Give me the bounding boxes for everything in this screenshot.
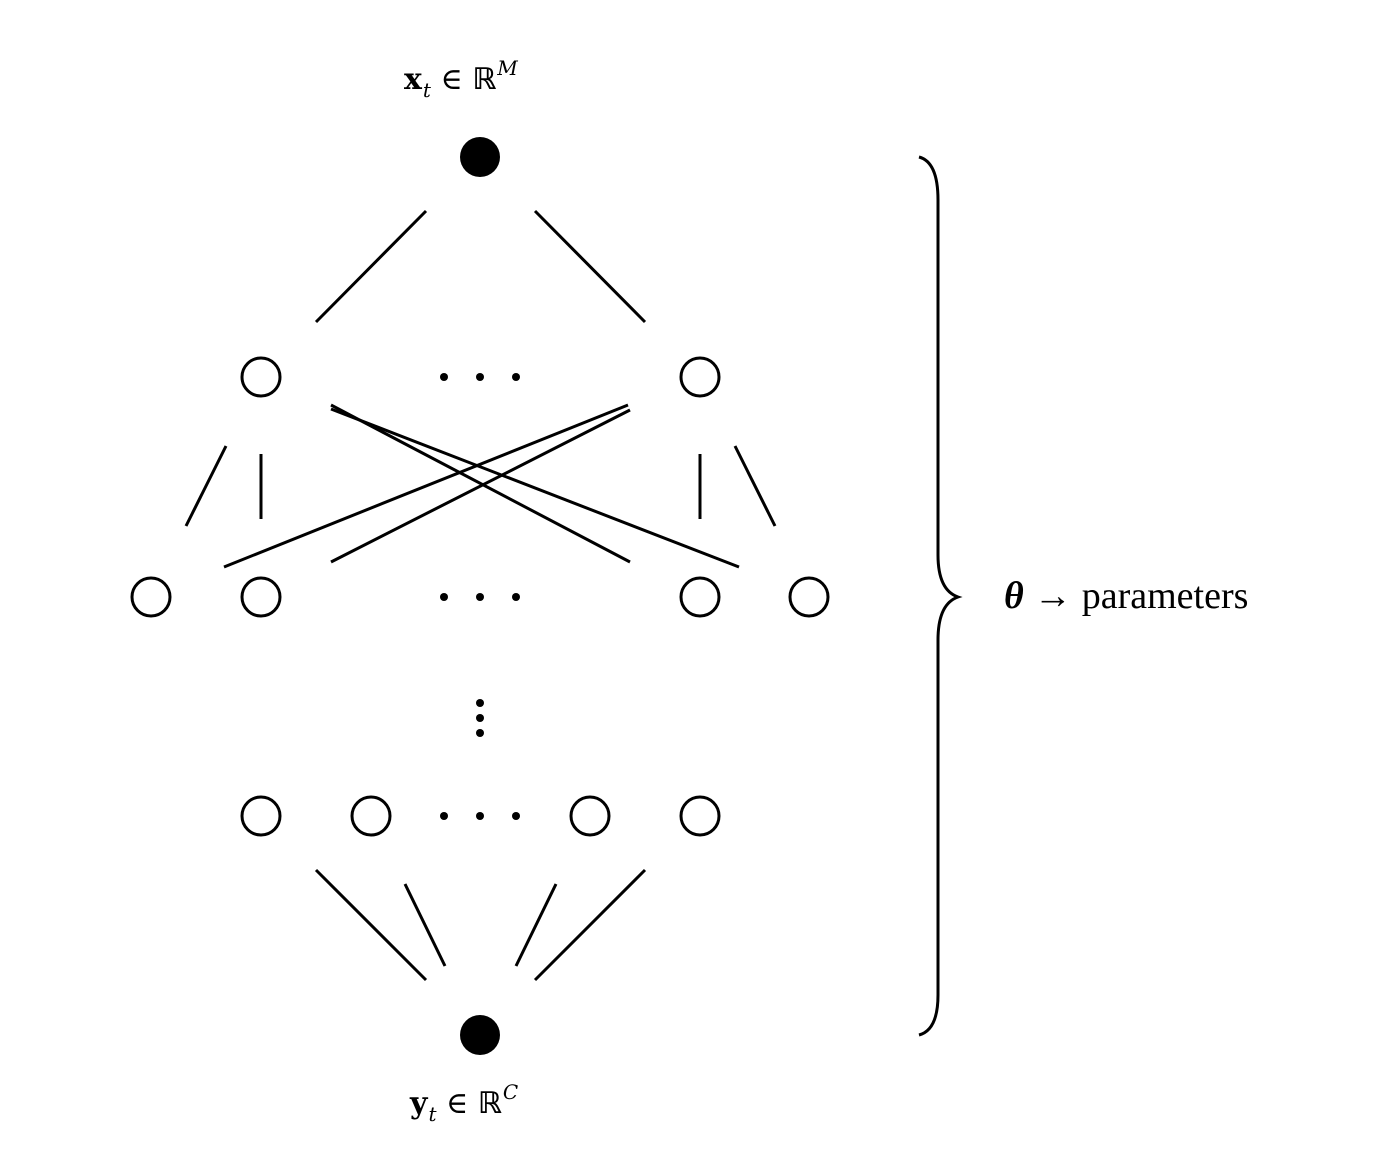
hidden-node bbox=[569, 795, 611, 837]
edge-input-to-h1-left bbox=[314, 209, 428, 324]
hidden-node bbox=[240, 795, 282, 837]
hidden-node bbox=[679, 356, 721, 398]
output-symbol: y bbox=[410, 1086, 428, 1121]
input-symbol: x bbox=[404, 62, 422, 97]
edge-h1-left-to-h2-d bbox=[330, 407, 740, 569]
edge-hL-to-output-c bbox=[514, 883, 558, 967]
theta-label: θ→parameters bbox=[1004, 574, 1248, 618]
edge-input-to-h1-right bbox=[533, 209, 647, 324]
hidden-node bbox=[788, 576, 830, 618]
vertical-ellipsis bbox=[476, 699, 484, 737]
hidden-node bbox=[679, 795, 721, 837]
curly-brace bbox=[918, 155, 963, 1037]
edge-hL-to-output-b bbox=[403, 883, 447, 967]
hidden-node bbox=[679, 576, 721, 618]
edge-h1-right-to-h2-d bbox=[733, 445, 777, 527]
ellipsis-dots bbox=[440, 373, 520, 820]
hidden-node bbox=[240, 576, 282, 618]
input-subscript: t bbox=[422, 78, 431, 102]
output-exponent: C bbox=[502, 1080, 519, 1104]
horizontal-ellipsis bbox=[440, 812, 520, 820]
parameters-text: parameters bbox=[1081, 575, 1249, 617]
edge-hL-to-output-a bbox=[314, 868, 428, 982]
right-arrow-icon: → bbox=[1033, 575, 1072, 617]
input-set: ℝ bbox=[472, 62, 497, 97]
output-set: ℝ bbox=[477, 1086, 502, 1121]
edge-h1-left-to-h2-a bbox=[184, 445, 228, 527]
hidden-node bbox=[240, 356, 282, 398]
edge-h1-right-to-h2-a bbox=[223, 403, 629, 569]
output-relation: ∈ bbox=[446, 1086, 469, 1121]
hidden-nodes bbox=[130, 356, 830, 837]
edges bbox=[184, 209, 777, 982]
input-relation: ∈ bbox=[440, 62, 463, 97]
input-node bbox=[460, 137, 500, 177]
horizontal-ellipsis bbox=[440, 373, 520, 381]
input-label: xt ∈ ℝM bbox=[404, 56, 518, 102]
output-label: yt ∈ ℝC bbox=[410, 1080, 518, 1126]
hidden-node bbox=[350, 795, 392, 837]
output-node bbox=[460, 1015, 500, 1055]
output-subscript: t bbox=[428, 1102, 437, 1126]
hidden-node bbox=[130, 576, 172, 618]
edge-hL-to-output-d bbox=[533, 868, 647, 982]
input-exponent: M bbox=[497, 56, 518, 80]
edge-h1-left-to-h2-c bbox=[330, 403, 631, 564]
edge-h1-right-to-h2-b bbox=[330, 408, 631, 564]
horizontal-ellipsis bbox=[440, 593, 520, 601]
theta-symbol: θ bbox=[1004, 575, 1024, 617]
